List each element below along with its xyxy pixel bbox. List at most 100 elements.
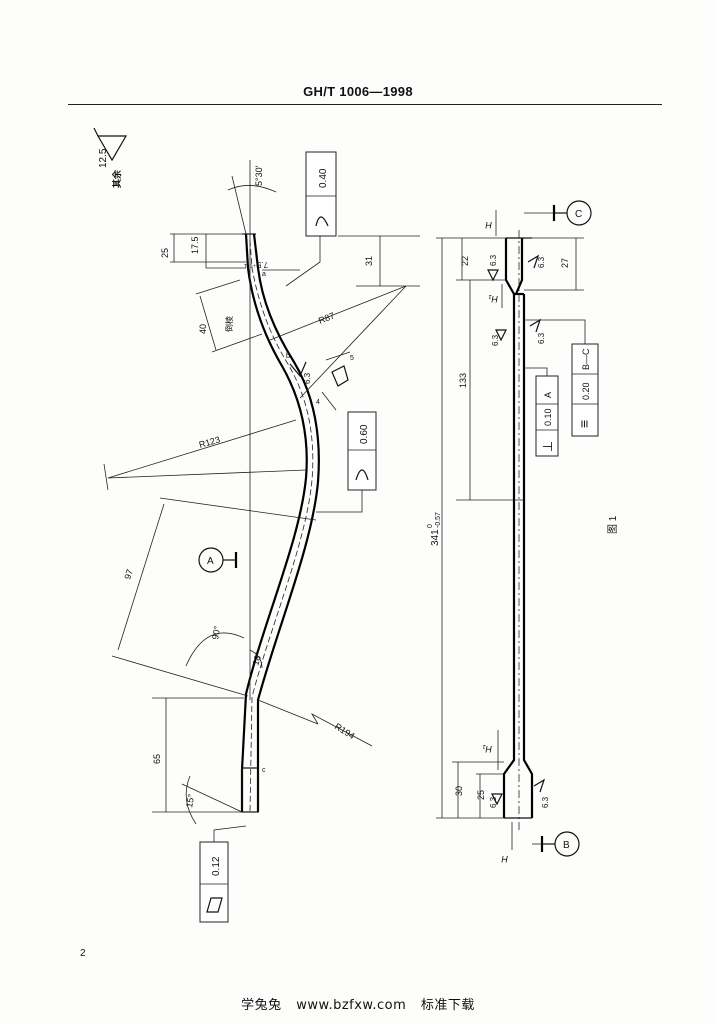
radius-line-r123 bbox=[107, 419, 297, 479]
radius-r123-label: R123 bbox=[198, 434, 221, 450]
dim-27-label: 27 bbox=[560, 258, 570, 268]
perpendicularity-datum: A bbox=[543, 392, 553, 398]
point-b-label: b bbox=[286, 353, 290, 360]
flatness-value: 0.12 bbox=[211, 856, 222, 876]
header-rule bbox=[68, 104, 662, 105]
dim-ext-97-bottom bbox=[111, 655, 249, 697]
angle-line-top bbox=[231, 175, 247, 235]
profile-tolerance-frame-mid bbox=[347, 411, 377, 491]
radius-line-r87b bbox=[299, 285, 407, 399]
symmetry-datum: B—C bbox=[581, 348, 591, 370]
leader-perpendicularity bbox=[524, 367, 548, 376]
roughness-t4: 6.3 bbox=[537, 332, 546, 344]
dim-25-label: 25 bbox=[160, 248, 170, 258]
symmetry-value: 0.20 bbox=[581, 382, 591, 400]
part-centerline bbox=[249, 239, 314, 813]
datum-b-label: B bbox=[563, 840, 570, 851]
side-view: 5°30′ 25 17.5 7.5⁺⁰·¹ a 0.40 31 bbox=[103, 151, 420, 923]
dim-40-label: 40 bbox=[198, 324, 208, 334]
roughness-b1: 6.3 bbox=[489, 796, 498, 808]
symmetry-icon: ≡ bbox=[576, 420, 592, 428]
dim-ext-97-top bbox=[159, 497, 317, 521]
dim-line-97 bbox=[117, 503, 165, 651]
perpendicularity-icon: ⊥ bbox=[540, 441, 555, 452]
profile-of-surface-icon bbox=[315, 216, 329, 227]
section-dim-line-a bbox=[325, 351, 351, 361]
radius-r194-label: R194 bbox=[333, 721, 357, 741]
roughness-t2: 6.3 bbox=[537, 256, 546, 268]
dim-ext-40-bottom bbox=[211, 333, 263, 353]
roughness-triangle-icon bbox=[96, 135, 128, 162]
roughness-icon-b1 bbox=[491, 793, 503, 806]
footer-url[interactable]: www.bzfxw.com bbox=[296, 998, 407, 1013]
point-c-label: c bbox=[262, 767, 266, 774]
point-a-label: a bbox=[262, 271, 266, 278]
page-number: 2 bbox=[80, 948, 86, 959]
dim-line-40 bbox=[199, 295, 217, 351]
footer-site-name: 学兔兔 bbox=[241, 998, 282, 1013]
flatness-tolerance-frame bbox=[199, 841, 229, 923]
standard-header: GH/T 1006—1998 bbox=[303, 84, 413, 99]
profile-mid-value: 0.60 bbox=[359, 424, 370, 444]
radius-line-r123b bbox=[107, 469, 307, 479]
roughness-icon-b2 bbox=[533, 778, 546, 793]
general-roughness-label: 其余 bbox=[111, 169, 122, 188]
strip-outline-left bbox=[502, 238, 516, 818]
angle-line-15 bbox=[181, 783, 243, 813]
profile-upper-value: 0.40 bbox=[318, 168, 329, 188]
cross-section-icon bbox=[331, 365, 349, 387]
dim-31-label: 31 bbox=[364, 256, 374, 266]
roughness-icon-t3 bbox=[495, 329, 507, 342]
dim-17-5-label: 17.5 bbox=[190, 236, 200, 254]
radius-line-r87 bbox=[269, 285, 407, 341]
angle-arc-90 bbox=[185, 632, 245, 667]
roughness-b2: 6.3 bbox=[541, 796, 550, 808]
radius-center-mark bbox=[103, 463, 109, 491]
section-dim-line-b bbox=[321, 391, 337, 411]
dim-25b-label: 25 bbox=[476, 790, 486, 800]
angle-arc-top bbox=[227, 185, 277, 193]
dim-22-label: 22 bbox=[460, 256, 470, 266]
figure-caption: 图 1 bbox=[607, 515, 619, 534]
angle-90-label: 90° bbox=[210, 625, 222, 641]
leader-profile-upper bbox=[285, 236, 321, 287]
bottom-end-block bbox=[241, 767, 259, 813]
dim-341-tol-upper: 0 bbox=[427, 524, 434, 528]
flatness-icon bbox=[206, 897, 223, 913]
strip-outline-right bbox=[514, 238, 524, 295]
dim-30-label: 30 bbox=[454, 786, 464, 796]
section-dim-5: 5 bbox=[350, 355, 354, 362]
roughness-tail-line bbox=[93, 127, 99, 137]
h-label-top: H bbox=[485, 220, 492, 230]
part-outline-outer bbox=[240, 233, 308, 812]
angle-15-label: 15° bbox=[184, 793, 196, 809]
angle-arc-15 bbox=[185, 775, 197, 825]
symmetry-tolerance-frame bbox=[571, 343, 599, 437]
radius-line-r194a bbox=[257, 699, 319, 725]
roughness-icon-t4 bbox=[529, 318, 542, 333]
roughness-t3: 6.3 bbox=[491, 334, 500, 346]
h1-label-bottom: H₁ bbox=[483, 744, 492, 754]
tol-7-5-label: 7.5⁺⁰·¹ bbox=[244, 260, 268, 269]
section-roughness-value: 6.3 bbox=[303, 372, 312, 384]
section-roughness-icon bbox=[289, 361, 307, 378]
footer-tagline: 标准下载 bbox=[420, 998, 475, 1013]
dim-65-label: 65 bbox=[152, 754, 162, 764]
angle-arc-18 bbox=[249, 649, 263, 669]
perpendicularity-value: 0.10 bbox=[543, 408, 553, 426]
leader-profile-mid bbox=[316, 490, 363, 513]
section-dim-4: 4 bbox=[316, 399, 320, 406]
top-view: 341 0 -0.57 22 133 27 H H₁ 6.3 bbox=[427, 200, 619, 864]
dim-341-tol-lower: -0.57 bbox=[435, 512, 442, 528]
dim-341-label: 341 bbox=[430, 529, 441, 546]
angle-18-label: 18° bbox=[250, 650, 264, 666]
dim-97-label: 97 bbox=[122, 568, 135, 581]
h-label-bottom: H bbox=[501, 854, 508, 864]
h1-label-top: H₁ bbox=[489, 294, 498, 304]
dim-ext-40-top bbox=[195, 279, 241, 295]
dim-133-label: 133 bbox=[458, 373, 468, 388]
datum-a-label: A bbox=[207, 556, 214, 567]
general-roughness-value: 12.5 bbox=[98, 148, 109, 168]
